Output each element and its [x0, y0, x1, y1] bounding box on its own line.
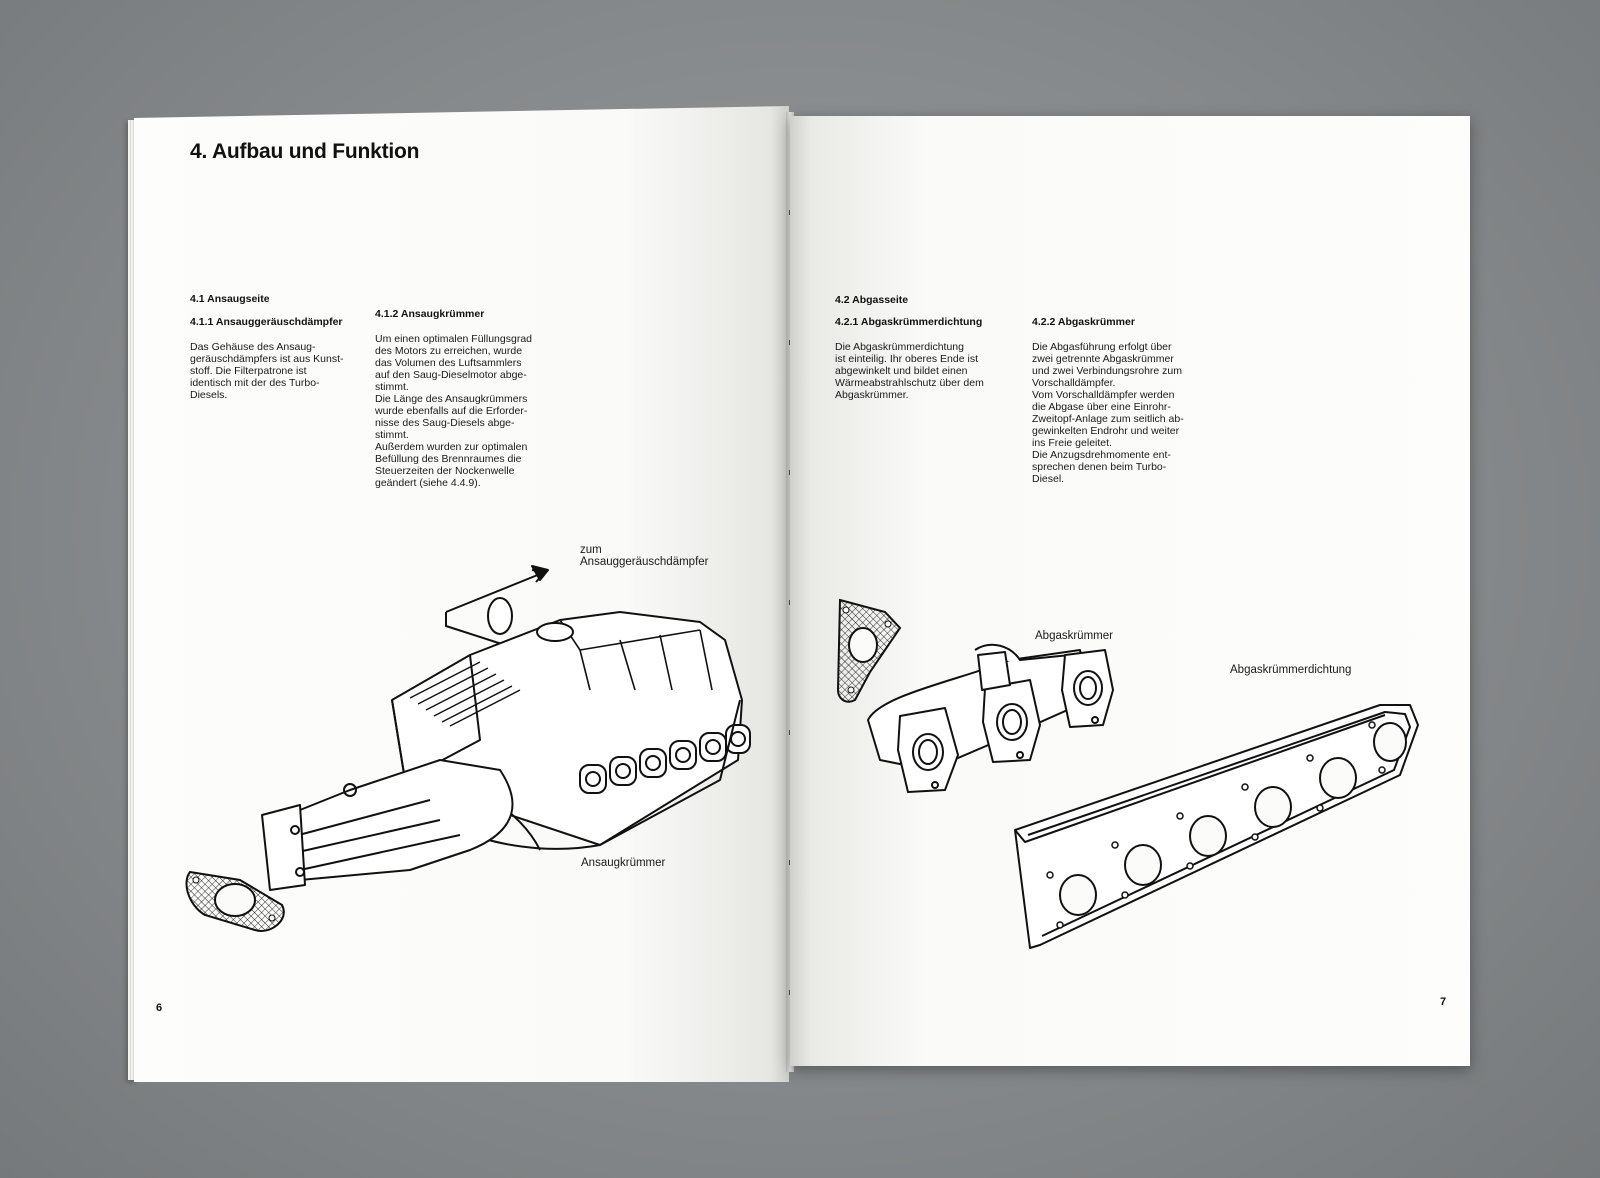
- figure-label-intake-manifold: Ansaugkrümmer: [581, 857, 666, 869]
- subsection-heading-4-1-1: 4.1.1 Ansauggeräuschdämpfer: [190, 316, 343, 328]
- subsection-text-4-1-1: Das Gehäuse des Ansaug- geräuschdämpfers…: [190, 341, 344, 401]
- subsection-heading-4-2-1: 4.2.1 Abgaskrümmerdichtung: [835, 316, 983, 328]
- subsection-heading-4-2-2: 4.2.2 Abgaskrümmer: [1032, 316, 1135, 328]
- figure-label-exhaust-gasket: Abgaskrümmerdichtung: [1230, 664, 1352, 676]
- exhaust-flange-gasket-icon: [836, 598, 902, 703]
- page-number-left: 6: [156, 1002, 163, 1014]
- page-number-right: 7: [1440, 996, 1447, 1008]
- right-page: [790, 116, 1470, 1066]
- subsection-text-4-2-2: Die Abgasführung erfolgt über zwei getre…: [1032, 341, 1184, 485]
- section-heading-ansaugseite: 4.1 Ansaugseite: [190, 293, 270, 305]
- figure-label-to-intake-silencer: zum Ansauggeräuschdämpfer: [580, 544, 709, 568]
- figure-label-exhaust-manifold: Abgaskrümmer: [1035, 630, 1113, 642]
- subsection-text-4-1-2: Um einen optimalen Füllungsgrad des Moto…: [375, 333, 533, 489]
- subsection-text-4-2-1: Die Abgaskrümmerdichtung ist einteilig. …: [835, 341, 984, 401]
- page-edge-stack: [128, 120, 138, 1080]
- intake-gasket-icon: [185, 870, 285, 932]
- subsection-heading-4-1-2: 4.1.2 Ansaugkrümmer: [375, 308, 485, 320]
- section-heading-abgasseite: 4.2 Abgasseite: [835, 294, 909, 306]
- chapter-title: 4. Aufbau und Funktion: [190, 140, 420, 163]
